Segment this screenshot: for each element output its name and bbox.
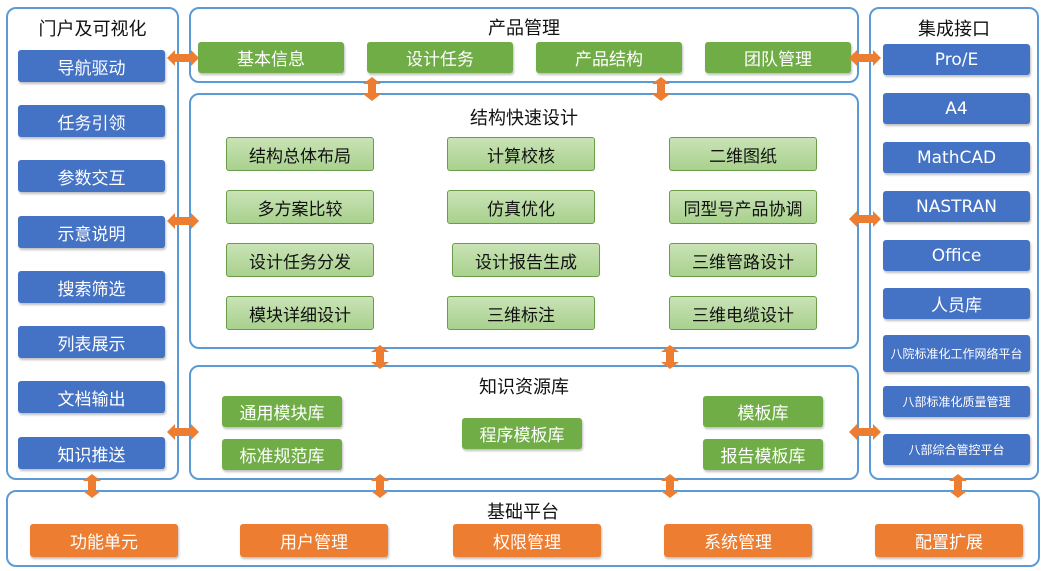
integration-item-proe[interactable]: Pro/E [883, 44, 1030, 75]
integration-item-office[interactable]: Office [883, 240, 1030, 271]
integration-item-mathcad[interactable]: MathCAD [883, 142, 1030, 173]
portal-item-navigation[interactable]: 导航驱动 [18, 50, 165, 82]
product-item-basic-info[interactable]: 基本信息 [198, 42, 344, 73]
vertical-double-arrow-icon [661, 474, 679, 498]
knowledge-item-standard-spec-lib[interactable]: 标准规范库 [222, 439, 342, 470]
platform-item-user-management[interactable]: 用户管理 [240, 524, 388, 557]
platform-title: 基础平台 [487, 502, 559, 523]
design-item-scheme-comparison[interactable]: 多方案比较 [226, 190, 374, 224]
design-item-3d-cable[interactable]: 三维电缆设计 [669, 296, 817, 330]
design-item-3d-piping[interactable]: 三维管路设计 [669, 243, 817, 277]
vertical-double-arrow-icon [83, 474, 101, 498]
design-title: 结构快速设计 [470, 108, 578, 129]
integration-item-quality-management[interactable]: 八部标准化质量管理 [883, 386, 1030, 417]
portal-item-task-guide[interactable]: 任务引领 [18, 105, 165, 137]
vertical-double-arrow-icon [363, 77, 381, 101]
design-item-task-distribution[interactable]: 设计任务分发 [226, 243, 374, 277]
vertical-double-arrow-icon [371, 345, 389, 369]
platform-item-config-extension[interactable]: 配置扩展 [875, 524, 1023, 557]
product-item-team-management[interactable]: 团队管理 [705, 42, 851, 73]
design-item-calculation-check[interactable]: 计算校核 [447, 137, 595, 171]
integration-item-control-platform[interactable]: 八部综合管控平台 [883, 434, 1030, 465]
knowledge-item-program-template-lib[interactable]: 程序模板库 [462, 418, 582, 449]
integration-item-a4[interactable]: A4 [883, 93, 1030, 124]
portal-item-list-display[interactable]: 列表展示 [18, 326, 165, 358]
vertical-double-arrow-icon [371, 474, 389, 498]
portal-item-parameter-interaction[interactable]: 参数交互 [18, 160, 165, 192]
knowledge-item-report-template-lib[interactable]: 报告模板库 [703, 439, 823, 470]
double-arrow-icon [849, 424, 881, 440]
design-item-same-model-coordination[interactable]: 同型号产品协调 [669, 190, 817, 224]
vertical-double-arrow-icon [652, 77, 670, 101]
product-item-design-task[interactable]: 设计任务 [367, 42, 513, 73]
double-arrow-icon [167, 424, 199, 440]
design-item-simulation-optimization[interactable]: 仿真优化 [447, 190, 595, 224]
double-arrow-icon [167, 213, 199, 229]
portal-item-schematic-explanation[interactable]: 示意说明 [18, 216, 165, 248]
platform-item-permission-management[interactable]: 权限管理 [453, 524, 601, 557]
platform-item-function-unit[interactable]: 功能单元 [30, 524, 178, 557]
integration-item-standardization-network[interactable]: 八院标准化工作网络平台 [883, 335, 1030, 372]
design-item-3d-annotation[interactable]: 三维标注 [447, 296, 595, 330]
design-item-report-generation[interactable]: 设计报告生成 [452, 243, 600, 277]
product-title: 产品管理 [488, 18, 560, 39]
integration-title: 集成接口 [918, 19, 990, 40]
double-arrow-icon [167, 50, 199, 66]
knowledge-item-template-lib[interactable]: 模板库 [703, 396, 823, 427]
vertical-double-arrow-icon [949, 474, 967, 498]
double-arrow-icon [849, 50, 881, 66]
integration-item-personnel-db[interactable]: 人员库 [883, 288, 1030, 319]
design-item-overall-layout[interactable]: 结构总体布局 [226, 137, 374, 171]
portal-item-search-filter[interactable]: 搜索筛选 [18, 271, 165, 303]
product-item-product-structure[interactable]: 产品结构 [536, 42, 682, 73]
design-item-module-detail[interactable]: 模块详细设计 [226, 296, 374, 330]
knowledge-item-general-module-lib[interactable]: 通用模块库 [222, 396, 342, 427]
platform-item-system-management[interactable]: 系统管理 [664, 524, 812, 557]
vertical-double-arrow-icon [661, 345, 679, 369]
knowledge-title: 知识资源库 [479, 377, 569, 398]
design-item-2d-drawing[interactable]: 二维图纸 [669, 137, 817, 171]
portal-item-knowledge-push[interactable]: 知识推送 [18, 437, 165, 469]
double-arrow-icon [849, 211, 881, 227]
integration-item-nastran[interactable]: NASTRAN [883, 191, 1030, 222]
portal-item-document-output[interactable]: 文档输出 [18, 381, 165, 413]
portal-title: 门户及可视化 [38, 19, 147, 40]
